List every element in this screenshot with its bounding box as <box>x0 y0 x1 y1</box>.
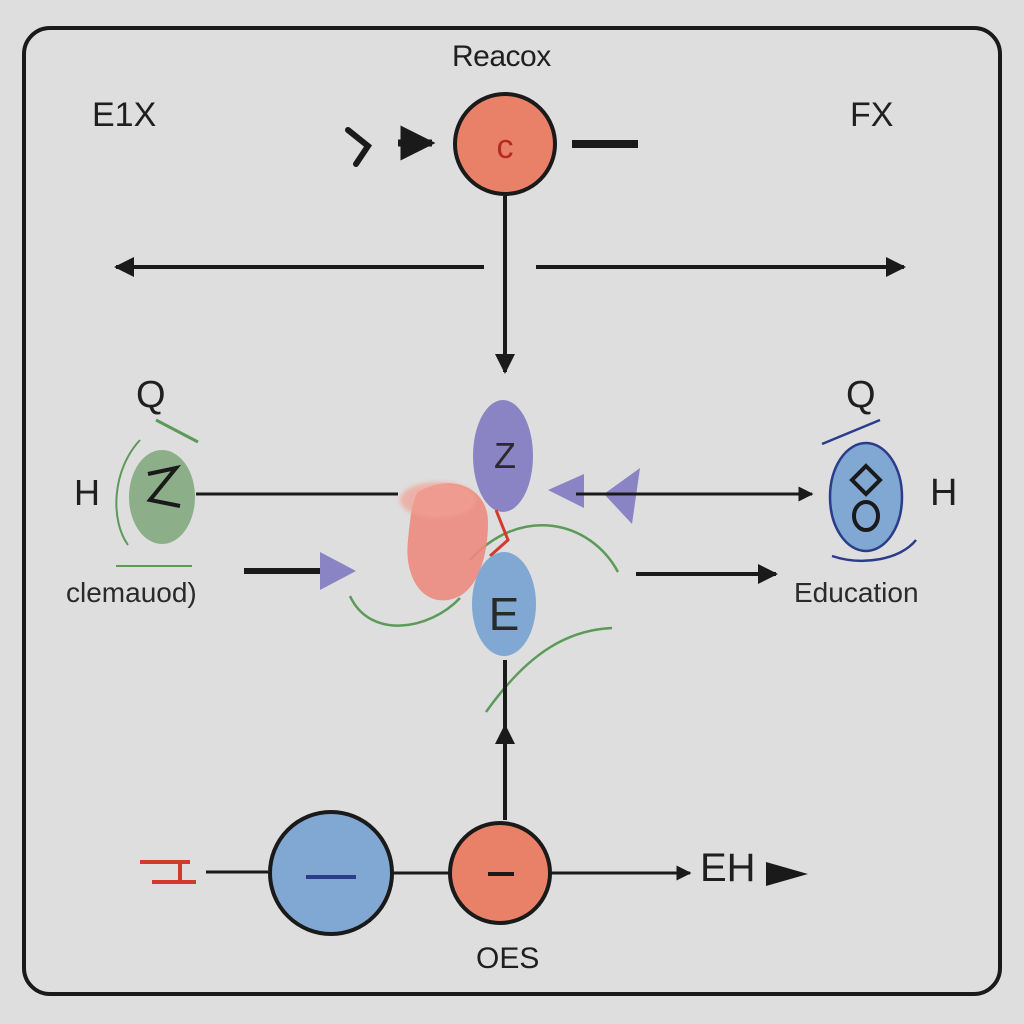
center-upper-glyph: Z <box>494 435 516 476</box>
top-right-label: FX <box>850 96 894 134</box>
top-node <box>453 92 557 196</box>
right-h-label: H <box>930 472 958 514</box>
left-caption: clemauod) <box>66 577 197 608</box>
input-chevron-icon <box>345 127 373 167</box>
output-arrowhead <box>766 862 808 886</box>
center-lower-glyph: E <box>489 588 520 640</box>
outer-frame <box>22 26 1002 996</box>
purple-node <box>473 400 533 512</box>
top-left-label: E1X <box>92 96 157 134</box>
bottom-label: OES <box>476 942 540 975</box>
bottom-blue-node <box>268 810 394 936</box>
purple-arrowhead-left <box>320 552 356 590</box>
right-blue-node <box>828 441 904 553</box>
red-node-glow <box>400 482 476 518</box>
green-curve-bottom <box>484 626 613 713</box>
diamond-icon <box>849 463 883 497</box>
output-label: EH <box>700 846 756 890</box>
blue-center-node <box>472 552 536 656</box>
blue-node-accent-line <box>821 418 881 446</box>
green-node-zigzag <box>146 464 182 508</box>
green-curve-center <box>469 524 620 573</box>
green-curve-left <box>348 595 461 627</box>
red-bracket-icon <box>140 860 196 884</box>
purple-arrowhead-center-1 <box>548 474 584 508</box>
right-q-label: Q <box>846 374 876 416</box>
top-node-output-bar <box>572 140 638 148</box>
green-node-accent-curve <box>115 439 141 546</box>
diagram-title: Reacox <box>452 40 551 73</box>
left-q-label: Q <box>136 374 166 416</box>
red-mark <box>489 509 510 558</box>
blue-node-accent-curve <box>831 539 917 562</box>
green-node-accent-line <box>155 418 199 444</box>
purple-arrowhead-center-2 <box>604 468 640 524</box>
left-h-label: H <box>74 472 100 513</box>
right-caption: Education <box>794 577 919 608</box>
top-node-glyph: c <box>497 128 514 166</box>
oval-icon <box>852 500 880 532</box>
green-node <box>129 450 195 544</box>
